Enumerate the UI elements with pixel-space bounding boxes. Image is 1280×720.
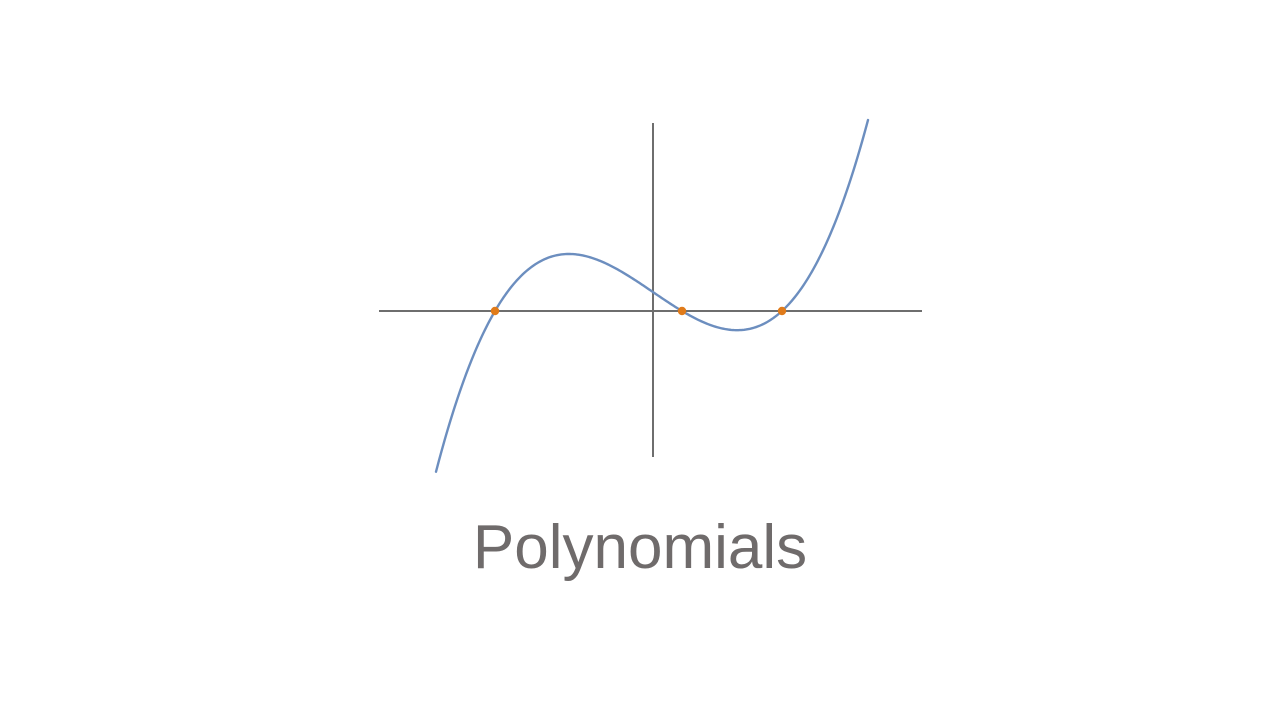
root-point-2 (677, 306, 687, 316)
root-point-1 (490, 306, 500, 316)
polynomial-curve (434, 118, 870, 473)
slide-title: Polynomials (472, 513, 808, 582)
root-point-3 (777, 306, 787, 316)
